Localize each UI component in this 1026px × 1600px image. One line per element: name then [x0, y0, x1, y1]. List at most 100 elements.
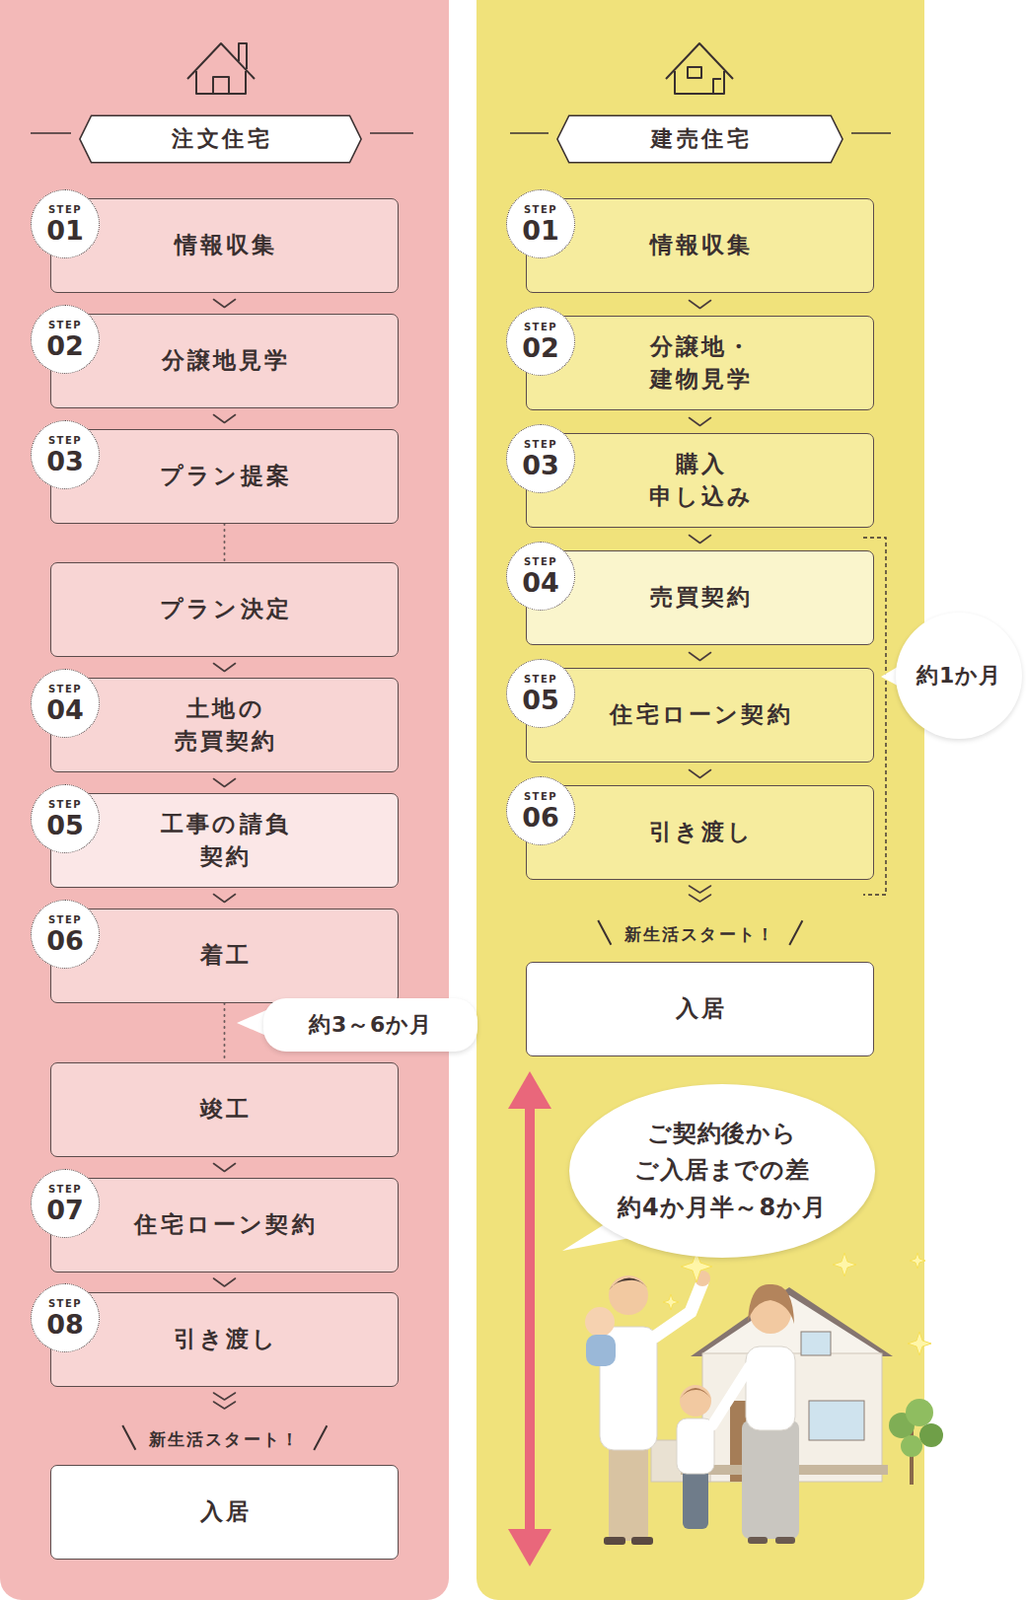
section-title: 注文住宅: [76, 114, 365, 164]
chevron-connector: [214, 1164, 236, 1173]
process-box: 住宅ローン契約STEP05: [525, 667, 875, 763]
process-box: 情報収集STEP01: [50, 198, 399, 294]
duration-arrow: [508, 1071, 552, 1567]
step-number: 04: [46, 696, 84, 724]
chevron-connector: [214, 779, 236, 788]
family-illustration: [585, 1270, 800, 1545]
box-label: プラン決定: [156, 592, 293, 626]
step-number: 05: [521, 686, 560, 714]
house-icon: [665, 43, 733, 94]
chevron-connector: [214, 894, 236, 903]
process-box: 土地の 売買契約STEP04: [50, 677, 399, 773]
title-banner: [79, 115, 362, 163]
duration-arrow: [508, 1071, 552, 1109]
sparkle: [907, 1331, 932, 1356]
step-number: 06: [46, 927, 84, 954]
callout-tail: [236, 1010, 267, 1036]
panel: [0, 0, 449, 1600]
title-rule: [851, 132, 891, 135]
step-badge: STEP02: [506, 306, 576, 376]
step-badge: STEP03: [30, 420, 100, 490]
family-illustration: [747, 1284, 795, 1324]
box-label: 入居: [197, 1495, 253, 1529]
family-illustration: [603, 1537, 626, 1545]
house-illustration: [690, 1287, 893, 1357]
chevron-connector: [689, 300, 712, 309]
title-text: 建売住宅: [647, 124, 754, 154]
house-icon: [187, 43, 255, 79]
step-label: STEP: [48, 684, 82, 695]
chevron-connector: [689, 535, 712, 544]
box-label: 入居: [672, 992, 729, 1026]
dotted-connector: [223, 1003, 226, 1063]
process-box: 購入 申し込みSTEP03: [525, 433, 875, 528]
dotted-connector: [223, 523, 226, 563]
plant-illustration: [905, 1398, 934, 1427]
box-label: 購入 申し込み: [637, 447, 763, 514]
chevron-connector: [214, 299, 236, 308]
process-box: 情報収集STEP01: [525, 198, 875, 294]
step-number: 04: [521, 569, 560, 596]
step-label: STEP: [523, 557, 558, 568]
chevron-connector: [214, 663, 236, 672]
process-box: 入居: [50, 1465, 399, 1560]
edge-label: 新生活スタート！: [148, 1427, 299, 1451]
chevron-connector: [689, 418, 712, 427]
step-label: STEP: [48, 1184, 82, 1195]
step-label: STEP: [48, 1299, 82, 1310]
family-illustration: [712, 1366, 750, 1426]
edge-label: 新生活スタート！: [624, 922, 775, 946]
callout-text: 約3～6か月: [308, 1008, 433, 1042]
process-box: 着工STEP06: [50, 908, 399, 1004]
step-number: 01: [521, 217, 560, 244]
step-badge: STEP01: [30, 189, 100, 259]
family-illustration: [747, 1537, 768, 1544]
house-icon: [196, 71, 246, 94]
family-illustration: [608, 1442, 649, 1541]
process-box: 引き渡しSTEP06: [525, 785, 875, 880]
box-label: 土地の 売買契約: [161, 692, 288, 759]
step-number: 01: [46, 217, 84, 244]
step-badge: STEP07: [30, 1169, 100, 1239]
process-box: プラン決定: [50, 562, 399, 658]
family-illustration: [745, 1346, 796, 1431]
box-label: 引き渡し: [645, 815, 754, 849]
family-illustration: [775, 1537, 796, 1544]
process-box: 入居: [525, 961, 875, 1057]
step-badge: STEP04: [30, 668, 100, 738]
family-illustration: [679, 1385, 712, 1417]
section-title: 建売住宅: [554, 114, 846, 164]
house-icon: [665, 43, 733, 79]
process-box: 竣工: [50, 1062, 399, 1158]
process-box: 分譲地・ 建物見学STEP02: [525, 315, 875, 411]
step-label: STEP: [523, 792, 558, 803]
family-illustration: [586, 1334, 616, 1367]
step-number: 08: [46, 1311, 84, 1338]
step-number: 02: [521, 334, 560, 362]
sparkle: [662, 1250, 932, 1356]
sparkle: [909, 1252, 926, 1269]
box-label: 住宅ローン契約: [606, 698, 794, 732]
family-illustration: [682, 1467, 709, 1530]
duration-arrow: [508, 1529, 552, 1567]
step-number: 07: [46, 1196, 84, 1224]
family-illustration: [608, 1277, 649, 1291]
process-box: 売買契約STEP04: [525, 550, 875, 646]
box-label: 竣工: [197, 1093, 253, 1126]
box-label: 住宅ローン契約: [131, 1208, 318, 1242]
title-text: 注文住宅: [167, 124, 275, 154]
house-icon: [687, 67, 702, 78]
step-label: STEP: [523, 674, 558, 685]
title-banner: [557, 115, 843, 163]
house-illustration: [808, 1400, 865, 1441]
step-number: 03: [521, 451, 560, 479]
box-label: プラン提案: [156, 459, 293, 493]
title-rule: [369, 132, 414, 135]
box-label: 情報収集: [646, 228, 753, 262]
step-badge: STEP04: [506, 541, 576, 611]
panel: [476, 0, 925, 1600]
process-box: 住宅ローン契約STEP07: [50, 1177, 399, 1273]
family-illustration: [585, 1307, 615, 1337]
box-label: 売買契約: [646, 581, 753, 614]
